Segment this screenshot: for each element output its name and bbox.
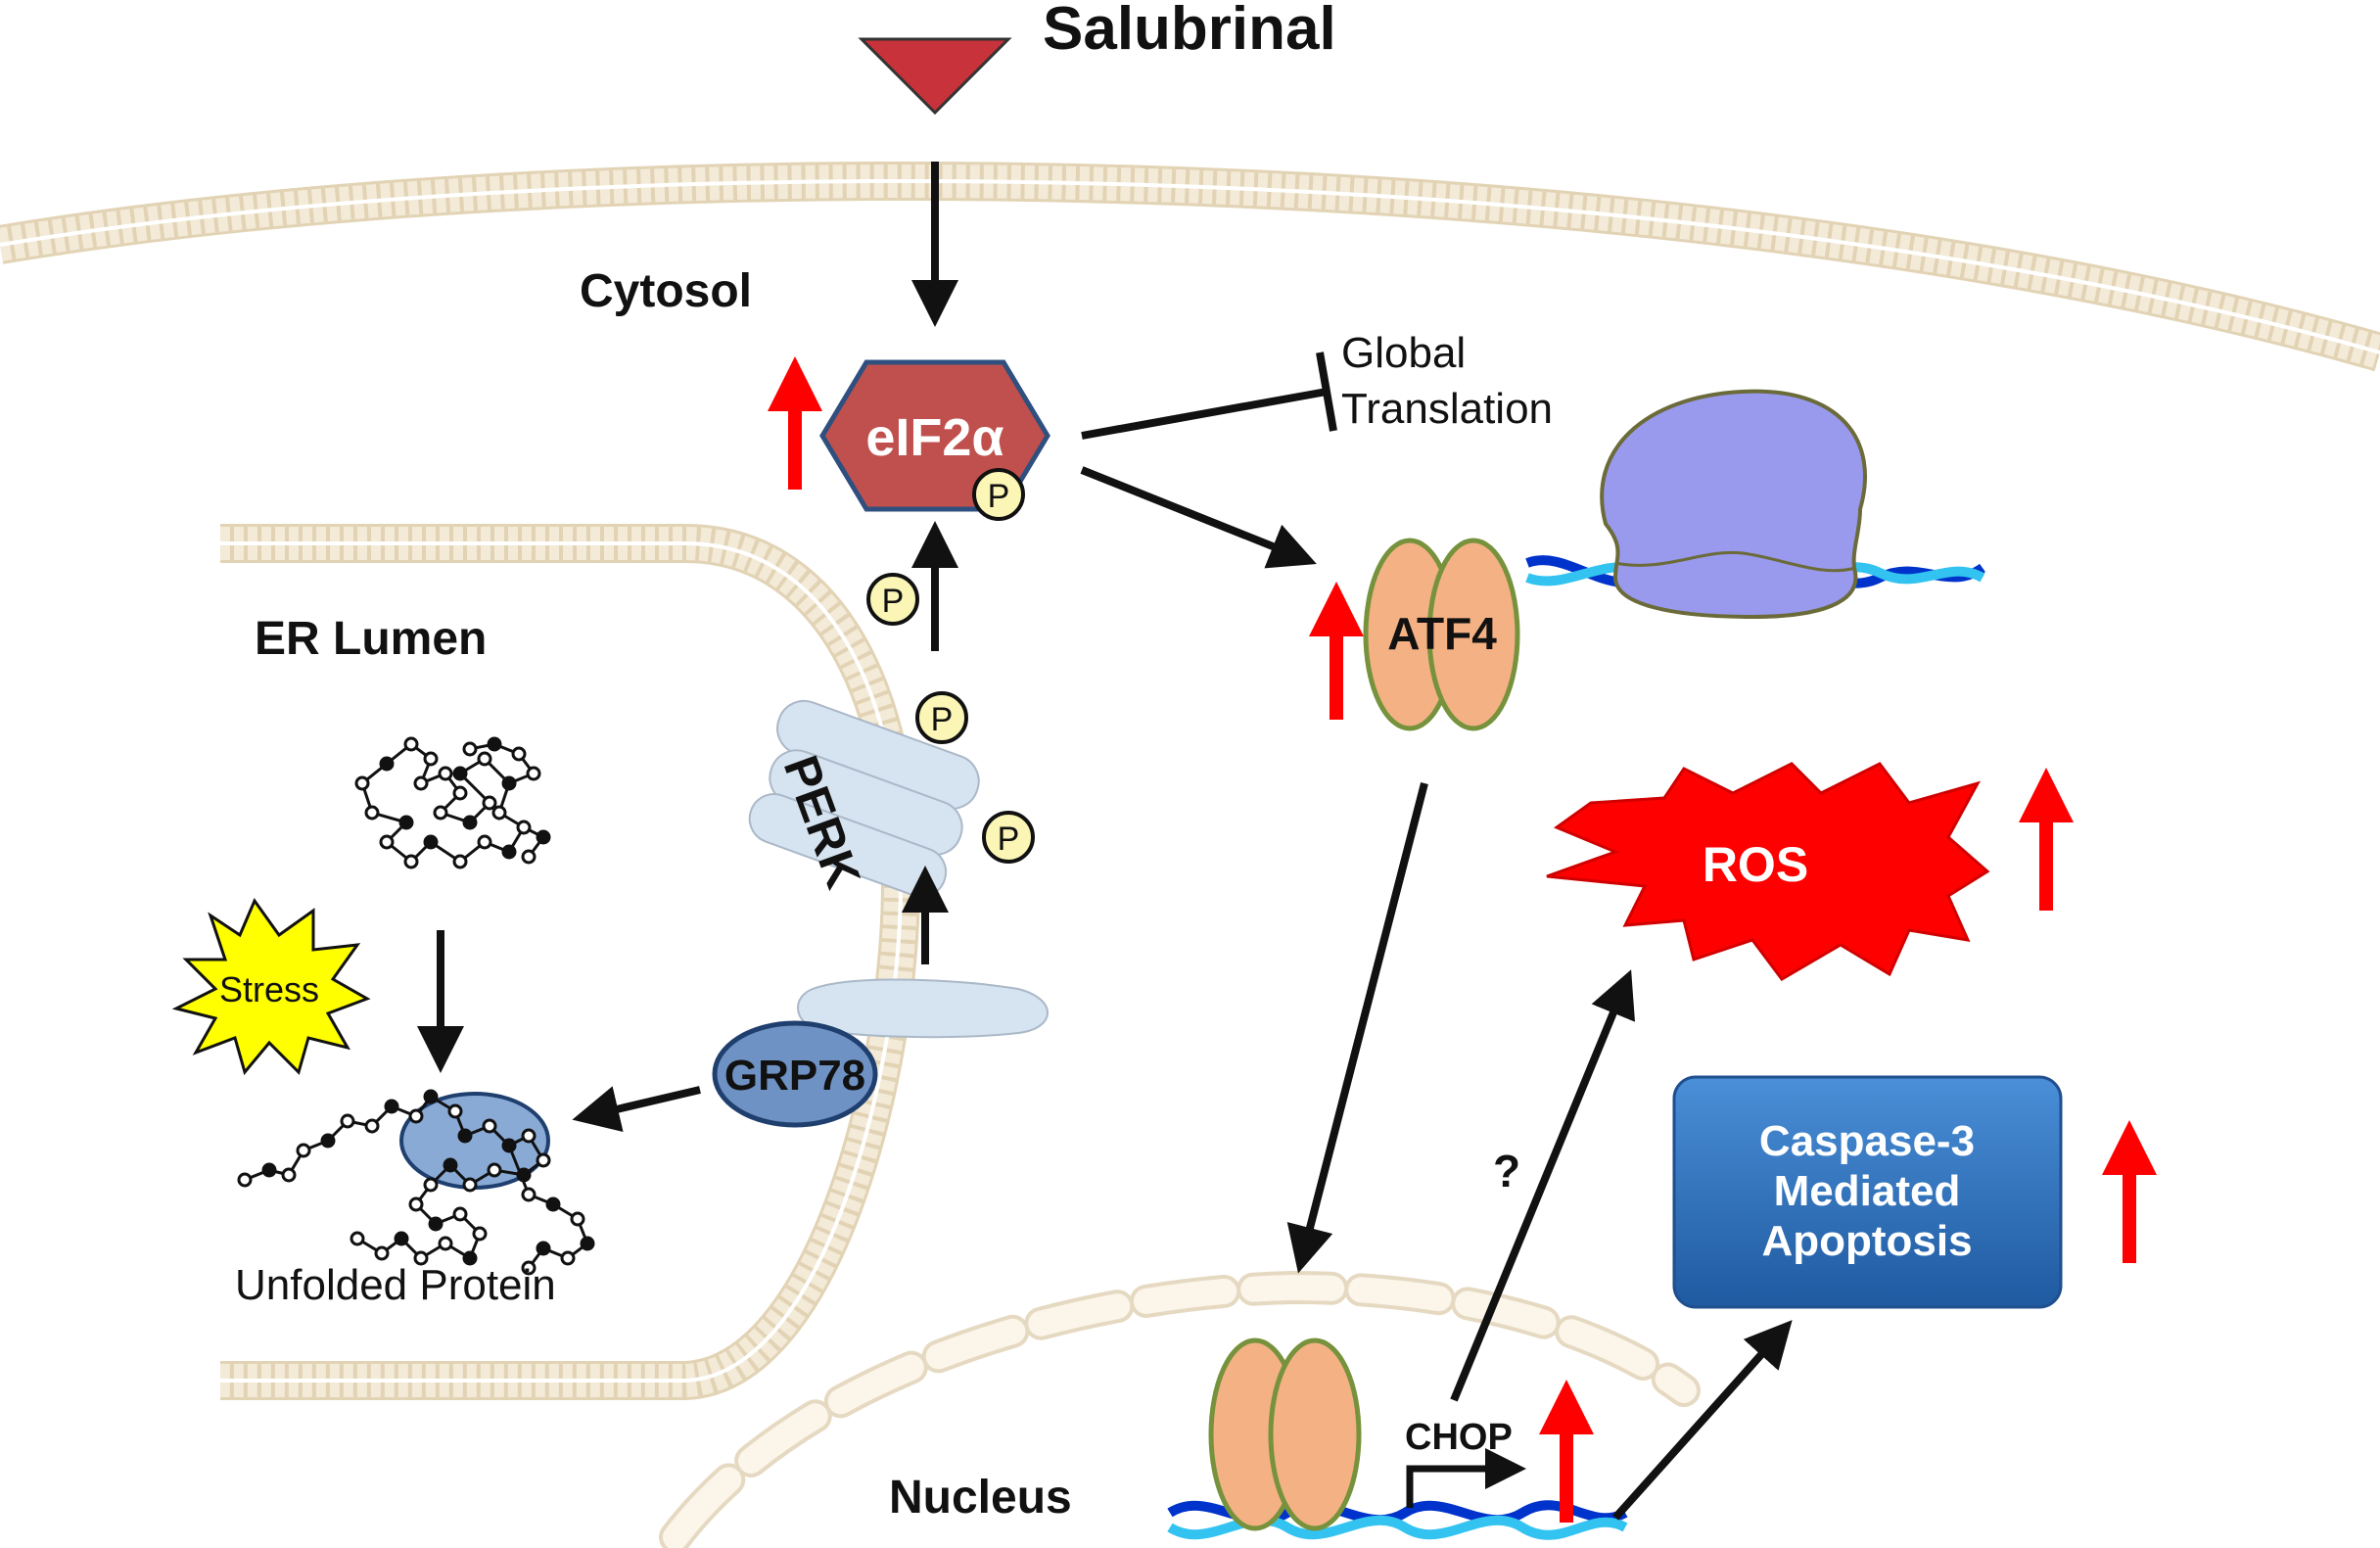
inhibit-bar-global-translation [1316, 352, 1337, 432]
unfolded-protein-beads [237, 1089, 595, 1276]
perk-phospho-badge-top: P [915, 691, 968, 744]
perk-protein [748, 699, 980, 898]
cytosol-label: Cytosol [580, 265, 752, 317]
eif2a-phospho-badge: P [972, 468, 1025, 521]
global-translation-label-line1: Global [1341, 329, 1466, 377]
arrow-eif2a-to-atf4 [1080, 466, 1317, 569]
stress-label: Stress [219, 969, 319, 1009]
nucleus-label: Nucleus [889, 1472, 1072, 1524]
er-membrane [220, 524, 921, 1400]
atf4-label: ATF4 [1387, 608, 1497, 659]
arrow-chop-to-apoptosis [1612, 1320, 1793, 1521]
unfolded-protein-label: Unfolded Protein [235, 1261, 556, 1309]
arrow-atf4-to-nucleus [1286, 782, 1428, 1274]
grp78-ellipse [712, 1020, 878, 1128]
perk-phospho-badge-right: P [982, 811, 1035, 864]
stress-starburst [171, 897, 371, 1076]
chop-transcription-arrow [1406, 1448, 1526, 1508]
caspase-apoptosis-box [1672, 1075, 2063, 1309]
ros-starburst [1546, 762, 1990, 981]
ribosome-groove [1614, 550, 1856, 573]
atf4-nuclear-subunit-right [1268, 1337, 1362, 1531]
salubrinal-triangle [858, 37, 1012, 116]
svg-text:P: P [988, 478, 1010, 515]
ros-label: ROS [1703, 837, 1808, 892]
er-lumen-label: ER Lumen [255, 613, 487, 665]
free-phospho-badge: P [866, 573, 919, 626]
svg-text:P: P [931, 701, 954, 738]
eif2a-label: eIF2α [865, 408, 1003, 467]
caspase-label-line2: Mediated [1774, 1167, 1961, 1215]
folded-protein-beads [354, 736, 551, 869]
atf4-subunit-right [1426, 538, 1520, 731]
arrow-chop-to-ros [1450, 969, 1636, 1402]
chop-label: CHOP [1405, 1417, 1513, 1458]
caspase-label-line3: Apoptosis [1761, 1217, 1972, 1265]
svg-text:P: P [882, 583, 905, 620]
caspase-label-line1: Caspase-3 [1759, 1117, 1975, 1165]
svg-text:P: P [998, 821, 1020, 858]
grp78-label: GRP78 [724, 1052, 865, 1100]
ribosome [1600, 389, 1867, 620]
arrow-grp78-to-unfolded-protein [572, 1086, 701, 1133]
plasma-membrane [0, 162, 2380, 372]
inhibit-line-global-translation [1081, 388, 1328, 440]
unknown-link-label: ? [1493, 1146, 1520, 1196]
global-translation-label-line2: Translation [1341, 385, 1553, 433]
nuclear-envelope [659, 1270, 1701, 1548]
salubrinal-label: Salubrinal [1043, 0, 1336, 63]
